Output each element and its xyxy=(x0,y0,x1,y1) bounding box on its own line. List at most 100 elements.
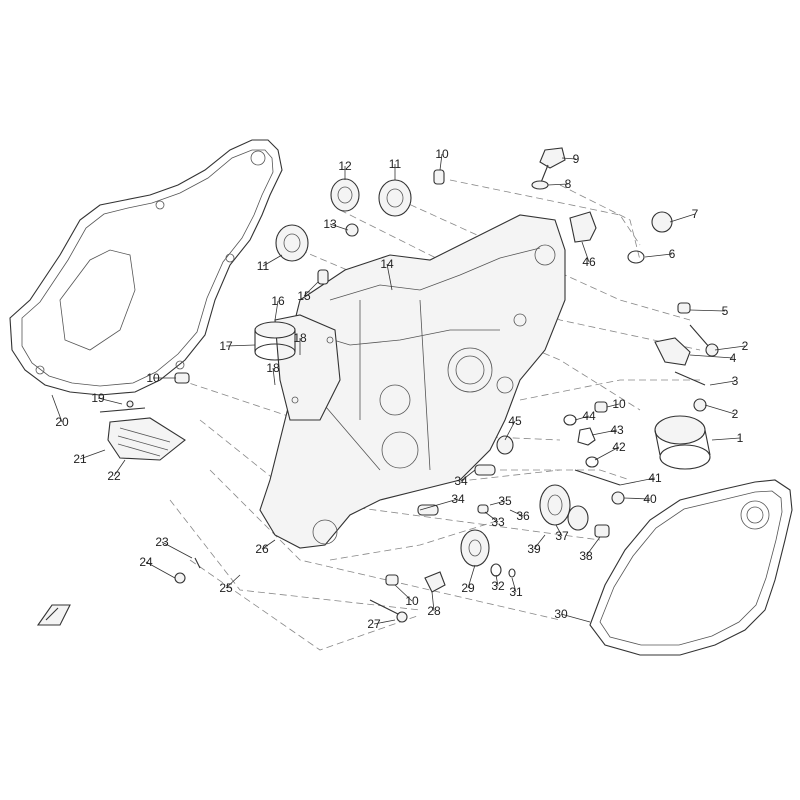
callout-leader-34 xyxy=(419,498,459,511)
callout-label-41: 41 xyxy=(648,471,662,485)
callout-leader-23 xyxy=(161,541,193,559)
callout-leader-44 xyxy=(574,415,590,421)
callout-leader-35 xyxy=(489,500,506,506)
callout-label-10: 10 xyxy=(612,397,626,411)
gear-37 xyxy=(539,484,571,526)
callout-label-35: 35 xyxy=(498,494,512,508)
callout-leader-2 xyxy=(704,404,736,415)
washer-45 xyxy=(496,435,514,455)
bolt-19 xyxy=(126,400,134,408)
callout-label-45: 45 xyxy=(508,414,522,428)
bearing-top-left xyxy=(330,178,360,212)
callout-label-26: 26 xyxy=(255,542,269,556)
spring-43 xyxy=(577,427,596,446)
oil-filter-1 xyxy=(654,415,711,470)
callout-label-5: 5 xyxy=(722,304,729,318)
callout-label-34: 34 xyxy=(454,474,468,488)
callout-label-43: 43 xyxy=(610,423,624,437)
callout-leader-13 xyxy=(329,223,349,231)
callout-label-18: 18 xyxy=(266,361,280,375)
cover-4 xyxy=(654,337,691,366)
callout-leader-38 xyxy=(585,536,601,557)
oil-strainer-22 xyxy=(107,417,186,461)
callout-leader-19 xyxy=(97,397,123,405)
dowel-10-right xyxy=(594,401,608,413)
bolt-27 xyxy=(369,599,408,623)
drain-bolt-9 xyxy=(539,147,566,186)
callout-label-29: 29 xyxy=(461,581,475,595)
callout-leader-34 xyxy=(460,469,476,482)
dowel-10-left xyxy=(174,372,190,384)
callout-label-22: 22 xyxy=(107,469,121,483)
callout-leader-9 xyxy=(561,157,577,160)
bushing xyxy=(254,321,296,361)
bearing-38 xyxy=(594,524,610,538)
callout-label-1: 1 xyxy=(737,431,744,445)
callout-label-2: 2 xyxy=(742,339,749,353)
callout-label-25: 25 xyxy=(219,581,233,595)
callout-leader-46 xyxy=(581,241,590,263)
callout-label-3: 3 xyxy=(732,374,739,388)
dowel-pin-10-top xyxy=(433,169,445,185)
callout-leader-20 xyxy=(51,394,63,423)
callout-label-38: 38 xyxy=(579,549,593,563)
callout-leader-40 xyxy=(623,497,651,500)
callout-label-31: 31 xyxy=(509,585,523,599)
gasket-left-cover xyxy=(9,139,283,396)
callout-label-12: 12 xyxy=(338,159,352,173)
washer-42 xyxy=(585,456,599,468)
clip-31 xyxy=(508,568,516,578)
callout-label-4: 4 xyxy=(730,351,737,365)
washer-44 xyxy=(563,414,577,426)
callout-leader-32 xyxy=(495,574,499,587)
callout-leader-1 xyxy=(711,437,741,441)
bolt-24 xyxy=(174,572,186,584)
washer-32 xyxy=(490,563,502,577)
callout-leader-39 xyxy=(533,534,546,550)
sensor-28 xyxy=(424,571,446,593)
callout-leader-5 xyxy=(689,309,726,312)
pin-5 xyxy=(677,302,691,314)
callout-label-21: 21 xyxy=(73,452,87,466)
callout-label-20: 20 xyxy=(55,415,69,429)
callout-label-6: 6 xyxy=(669,247,676,261)
callout-label-24: 24 xyxy=(139,555,153,569)
front-direction-arrow-icon xyxy=(36,604,71,626)
callout-leader-14 xyxy=(386,263,393,291)
pin-23 xyxy=(194,557,201,569)
bolt-41 xyxy=(574,469,621,486)
callout-leader-7 xyxy=(669,213,696,223)
callout-label-13: 13 xyxy=(323,217,337,231)
callout-leader-2 xyxy=(714,345,746,351)
callout-label-42: 42 xyxy=(612,440,626,454)
callout-leader-43 xyxy=(591,429,618,436)
pin-33 xyxy=(477,504,489,514)
crankcase-left-half xyxy=(259,214,566,549)
callout-label-30: 30 xyxy=(554,607,568,621)
seal-13 xyxy=(345,223,359,237)
callout-leader-31 xyxy=(511,577,517,593)
callout-label-10: 10 xyxy=(146,371,160,385)
callout-leader-21 xyxy=(79,449,106,460)
bolt-3 xyxy=(674,371,706,386)
callout-leader-36 xyxy=(509,509,524,517)
gear-29 xyxy=(460,529,490,567)
callout-leader-22 xyxy=(113,459,126,477)
filler-cap-7 xyxy=(651,211,673,233)
bearing-top-right xyxy=(378,179,412,217)
callout-leader-45 xyxy=(504,420,516,441)
callout-leader-17 xyxy=(225,344,256,347)
nut-40 xyxy=(611,491,625,505)
callout-leader-26 xyxy=(261,539,276,550)
callout-label-32: 32 xyxy=(491,579,505,593)
callout-label-11: 11 xyxy=(389,157,402,171)
callout-leader-37 xyxy=(555,524,563,537)
callout-label-40: 40 xyxy=(643,492,657,506)
dowel-15 xyxy=(317,269,329,285)
callout-labels: 1223456789101010101111121314151617181819… xyxy=(51,147,749,631)
callout-label-9: 9 xyxy=(573,152,580,166)
washer-8 xyxy=(531,180,549,190)
callout-leader-29 xyxy=(467,564,476,589)
callout-label-14: 14 xyxy=(380,257,394,271)
callout-leader-10 xyxy=(394,584,413,602)
